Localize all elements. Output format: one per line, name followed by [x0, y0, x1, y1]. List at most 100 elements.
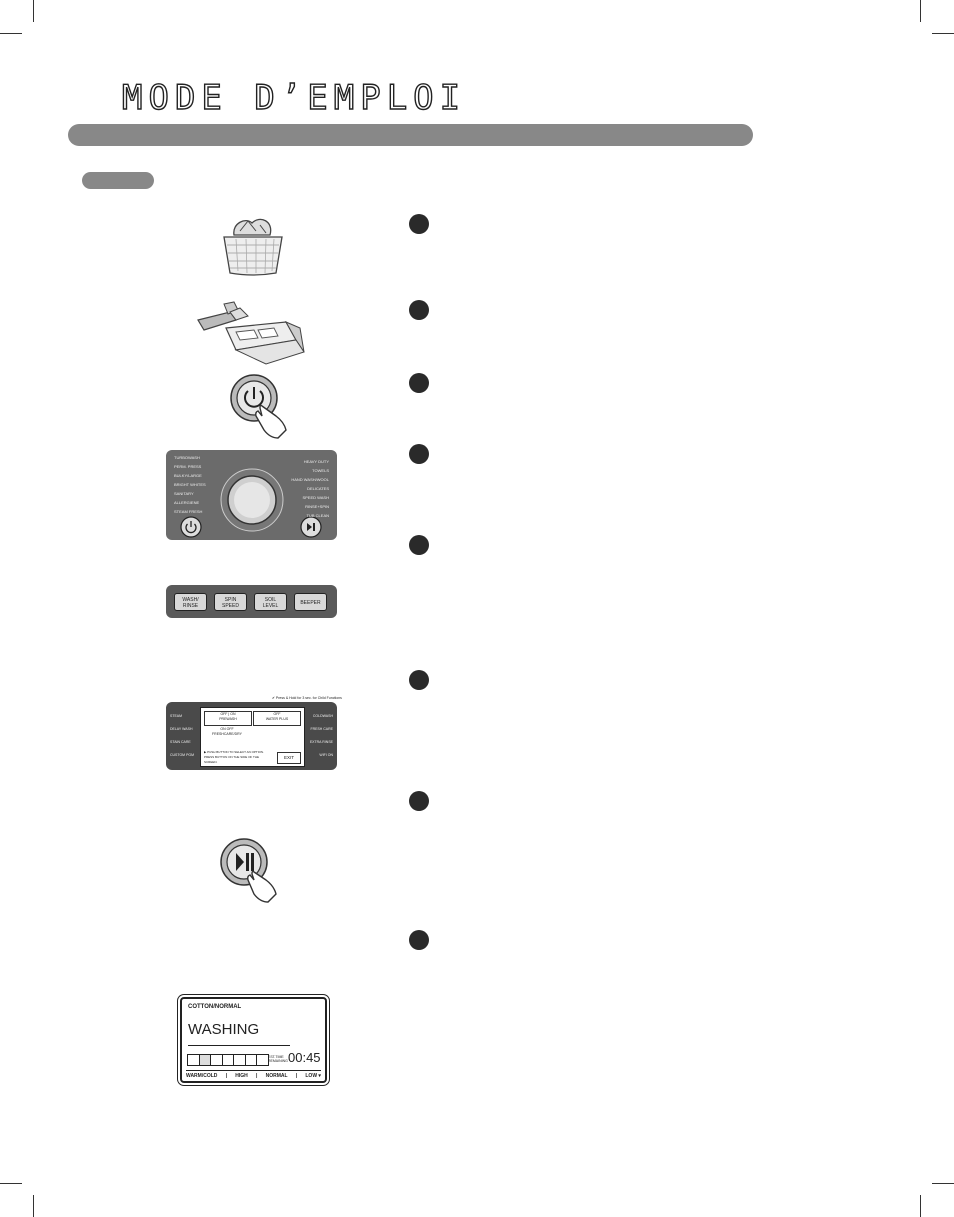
hint-text: PRESS BUTTON ON THE SIDE OF THE SCREEN.	[204, 755, 260, 764]
button-label: SPIN	[224, 597, 237, 603]
dial-right-labels: HEAVY DUTY TOWELS HAND WASH/WOOL DELICAT…	[291, 457, 329, 520]
button-label: RINSE	[182, 603, 199, 609]
stain-care-button[interactable]: STAIN CARE	[170, 740, 191, 744]
spin-icon	[211, 1055, 223, 1065]
cycle-label: BULKY/LARGE	[174, 473, 202, 478]
option-value: ON OFF	[220, 727, 234, 731]
cycle-label: STEAM FRESH	[174, 509, 203, 514]
cycle-dial-panel: TURBOWASH PERM. PRESS BULKY/LARGE BRIGHT…	[166, 450, 337, 540]
extra-rinse-button[interactable]: EXTRA RINSE	[309, 740, 333, 744]
rinse-icon	[199, 1055, 212, 1065]
lcd-bottom-row: WARM/COLD | HIGH | NORMAL | LOW ▾	[186, 1070, 321, 1079]
crop-mark	[33, 1195, 34, 1217]
cycle-label: HAND WASH/WOOL	[291, 477, 329, 482]
power-icon[interactable]	[180, 516, 202, 538]
detergent-drawer-illustration	[197, 301, 305, 365]
fresh-care-button[interactable]: FRESH CARE	[310, 727, 333, 731]
lcd-time-label: EST.TIME REMAINING	[268, 1055, 288, 1063]
cycle-label: HEAVY DUTY	[303, 459, 329, 464]
dial-left-labels: TURBOWASH PERM. PRESS BULKY/LARGE BRIGHT…	[174, 453, 206, 516]
step-marker-1	[409, 214, 429, 234]
step-marker-7	[409, 791, 429, 811]
button-label: LEVEL	[262, 603, 279, 609]
option-label: PREWASH	[219, 717, 237, 721]
cycle-label: SANITARY	[174, 491, 194, 496]
cycle-label: DELICATES	[307, 486, 329, 491]
signal-icon	[257, 1055, 268, 1065]
cycle-label: TOWELS	[312, 468, 329, 473]
wifi-icon	[246, 1055, 258, 1065]
coldwash-button[interactable]: COLDWASH	[312, 714, 333, 718]
step-marker-2	[409, 300, 429, 320]
lcd-status: WASHING	[188, 1021, 260, 1038]
step-marker-6	[409, 670, 429, 690]
start-pause-icon[interactable]	[300, 516, 322, 538]
crop-mark	[920, 0, 921, 22]
option-screen: OFF | ON PREWASH OFF WATER PLUS ON OFF F…	[200, 707, 305, 767]
button-label: SPEED	[222, 603, 239, 609]
section-bar	[68, 124, 753, 146]
crop-mark	[0, 33, 22, 34]
wash-icon	[188, 1055, 200, 1065]
button-label: BEEPER	[300, 600, 321, 606]
option-value: ON	[230, 712, 236, 716]
option-panel-note: ✔ Press & Hold for 3 sec. for Child Func…	[272, 696, 342, 700]
delay-wash-button[interactable]: DELAY WASH	[170, 727, 193, 731]
laundry-basket-illustration	[223, 218, 283, 276]
crop-mark	[33, 0, 34, 22]
exit-button[interactable]: EXIT	[277, 752, 301, 764]
steam-icon	[223, 1055, 235, 1065]
cycle-label: PERM. PRESS	[174, 464, 202, 469]
lcd-cycle-name: COTTON/NORMAL	[188, 1004, 242, 1010]
spin-setting: HIGH	[235, 1073, 248, 1079]
custom-program-button[interactable]: CUSTOM PGM	[170, 753, 195, 757]
water-plus-option[interactable]: OFF WATER PLUS	[253, 711, 301, 726]
lcd-time: 00:45	[288, 1050, 321, 1065]
beeper-button[interactable]: BEEPER	[294, 593, 327, 611]
start-pause-button-illustration	[220, 838, 277, 903]
cycle-label: TURBOWASH	[174, 455, 200, 460]
steam-button[interactable]: STEAM	[170, 714, 183, 718]
option-label: WATER PLUS	[265, 717, 289, 721]
option-hint: ▶ PUSH BUTTON TO SELECT AN OPTION. PRESS…	[204, 750, 272, 765]
crop-mark	[932, 33, 954, 34]
button-label: WASH/	[182, 597, 199, 603]
crop-mark	[0, 1183, 22, 1184]
lcd-progress-bar	[188, 1045, 290, 1046]
option-side-right: COLDWASH FRESH CARE EXTRA RINSE WIFI ON	[310, 710, 333, 762]
lcd-display: COTTON/NORMAL WASHING EST.TIME REMAINING…	[180, 997, 327, 1083]
step-marker-8	[409, 930, 429, 950]
power-button-illustration	[230, 374, 287, 439]
step-marker-3	[409, 373, 429, 393]
page-title: MODE D’EMPLOI	[121, 77, 467, 118]
step-marker-5	[409, 535, 429, 555]
time-label: EST.TIME	[268, 1055, 284, 1059]
subsection-pill	[82, 172, 154, 189]
cycle-label: BRIGHT WHITES	[174, 482, 206, 487]
freshcare-option[interactable]: ON OFF FRESHCARE/DRY	[204, 727, 250, 739]
option-display-panel: STEAM DELAY WASH STAIN CARE CUSTOM PGM C…	[166, 702, 337, 770]
lcd-status-icons	[187, 1054, 269, 1066]
cycle-label: ALLERGIENE	[174, 500, 200, 505]
wash-rinse-button[interactable]: WASH/RINSE	[174, 593, 207, 611]
step-marker-4	[409, 444, 429, 464]
wifi-button[interactable]: WIFI ON	[319, 753, 333, 757]
cycle-label: SPEED WASH	[302, 495, 329, 500]
cycle-label: TUB CLEAN	[306, 513, 329, 518]
temperature-setting: WARM/COLD	[186, 1073, 218, 1079]
prewash-option[interactable]: OFF | ON PREWASH	[204, 711, 252, 726]
button-label: SOIL	[264, 597, 277, 603]
option-setting: LOW ▾	[305, 1073, 321, 1079]
option-value: OFF	[273, 712, 281, 716]
cycle-selector-knob[interactable]	[220, 460, 284, 538]
option-label: FRESHCARE/DRY	[212, 732, 242, 736]
time-label: REMAINING	[268, 1059, 288, 1063]
lock-icon	[234, 1055, 246, 1065]
soil-setting: NORMAL	[265, 1073, 288, 1079]
cycle-label: RINSE+SPIN	[305, 504, 329, 509]
crop-mark	[932, 1183, 954, 1184]
hint-text: ▶ PUSH BUTTON TO SELECT AN OPTION.	[204, 750, 264, 754]
